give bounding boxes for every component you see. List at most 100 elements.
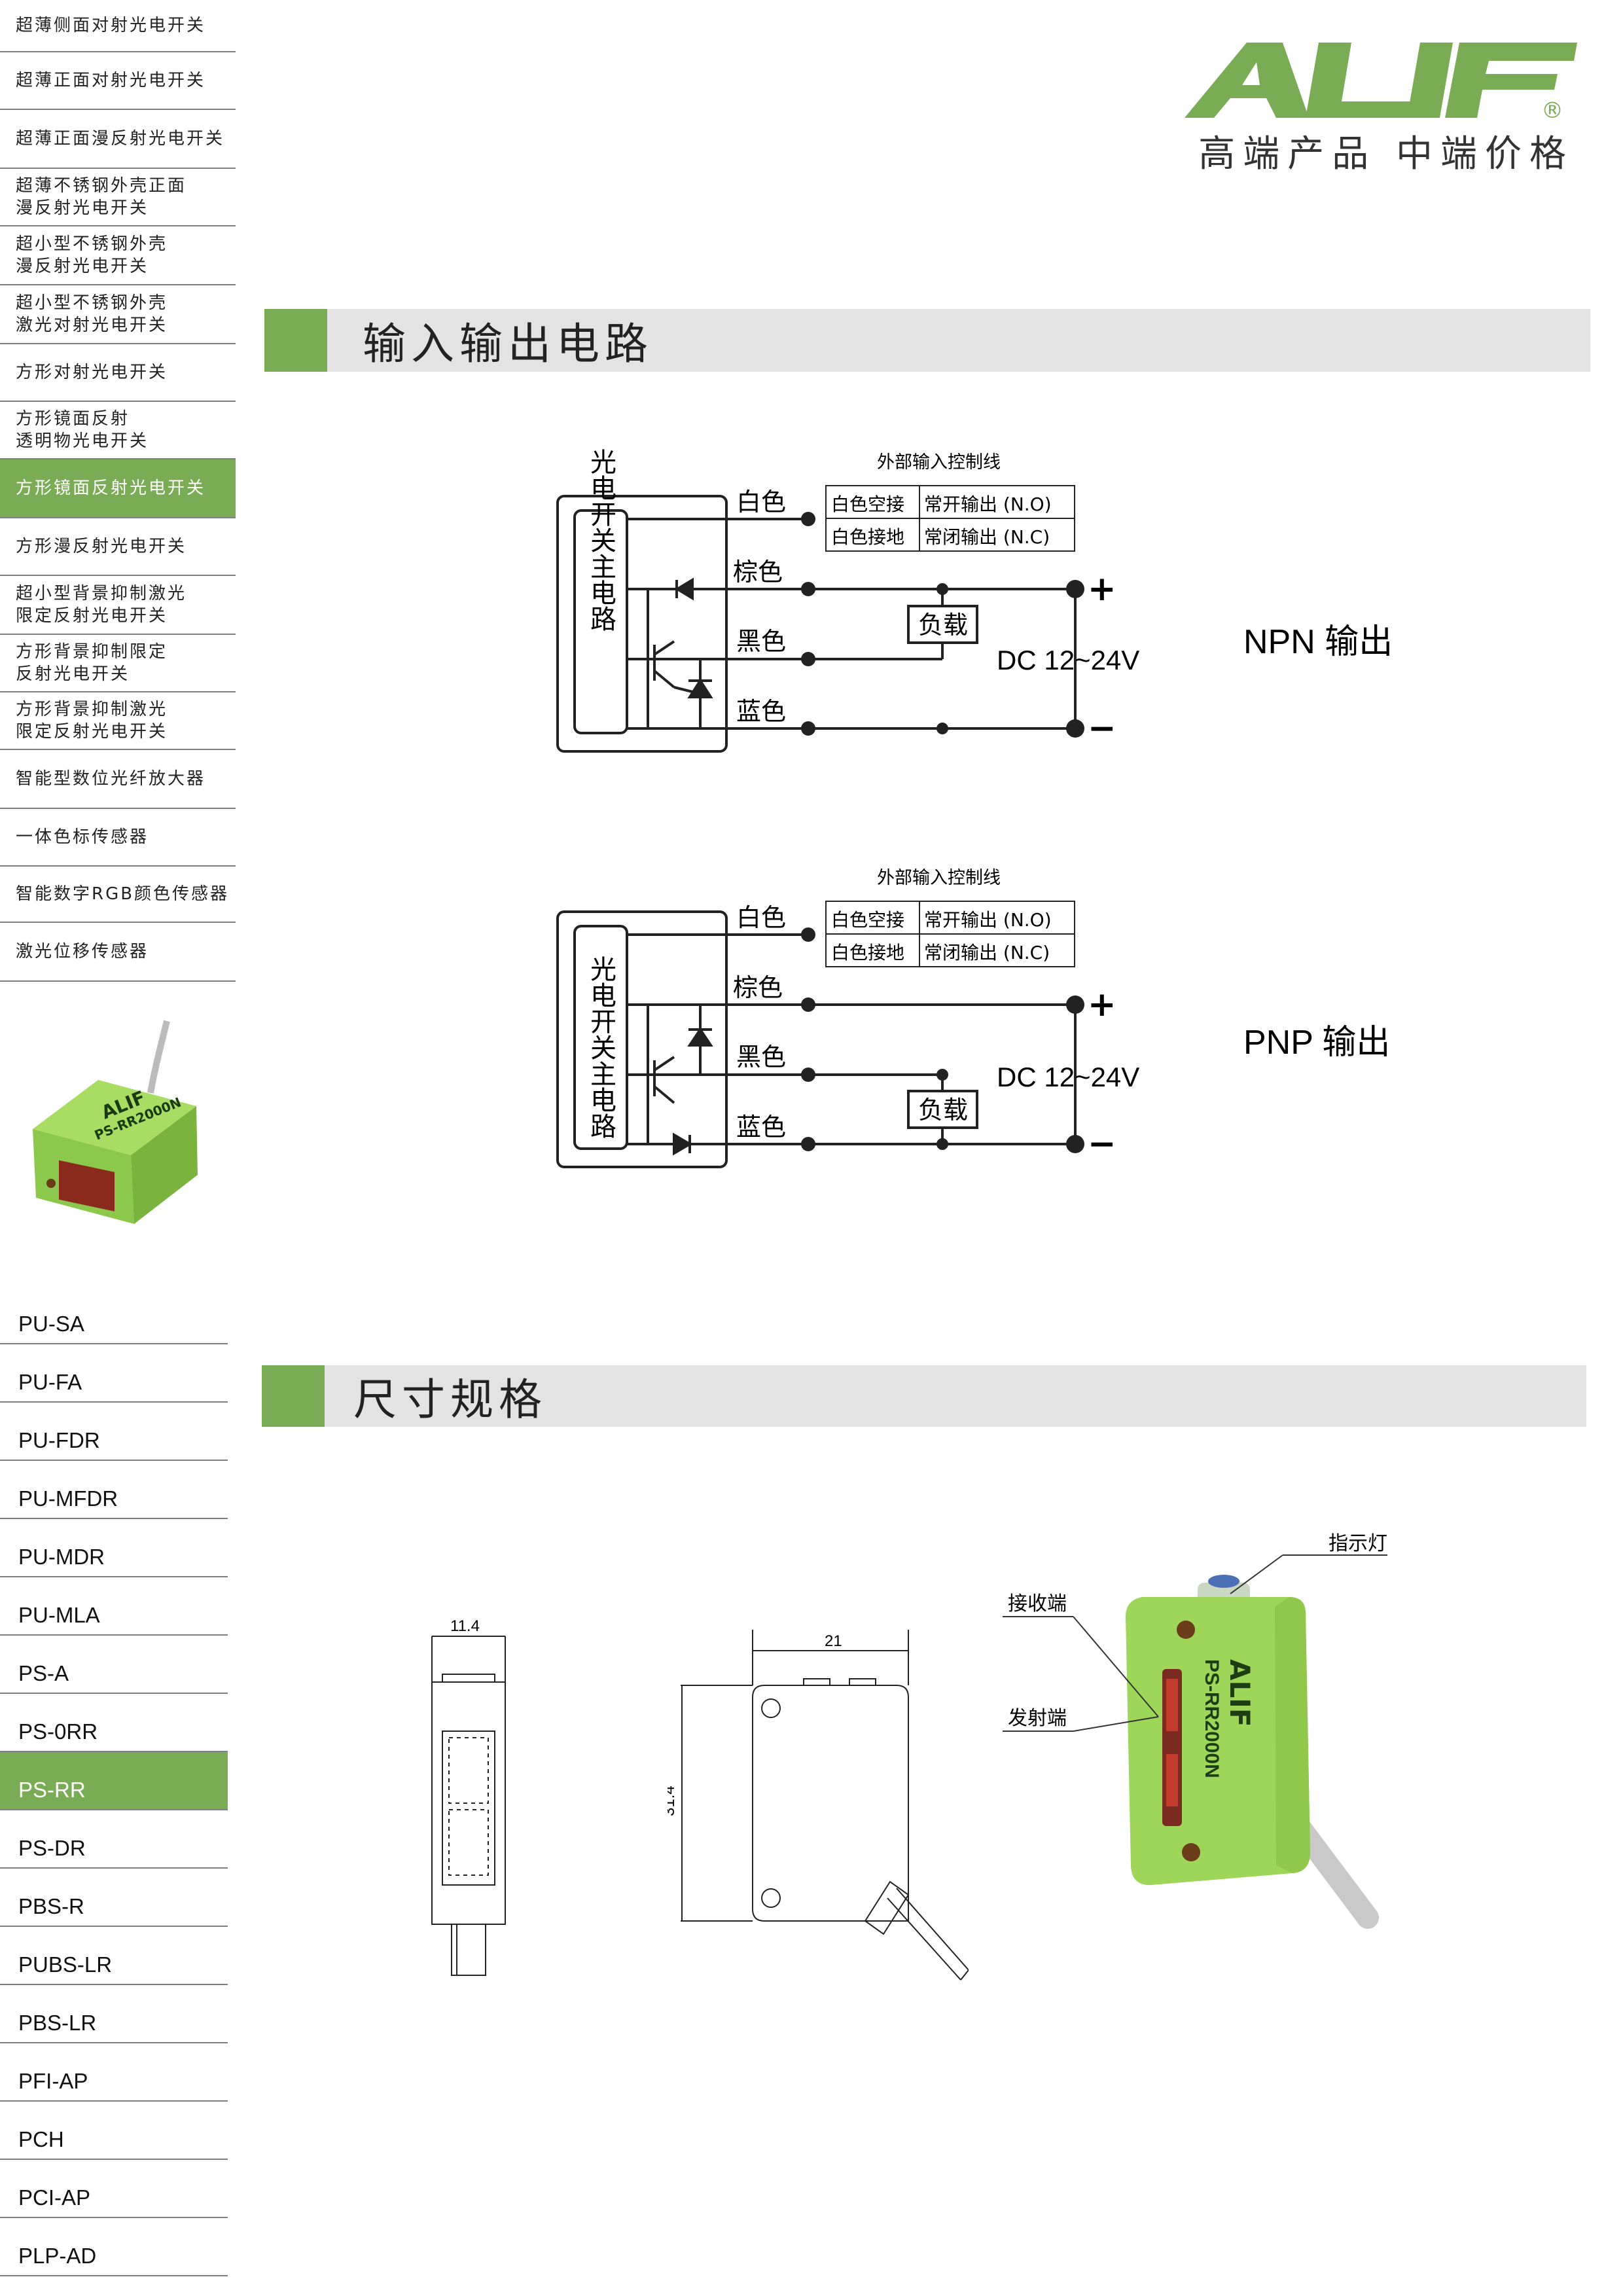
- minus-terminal: −: [1088, 1124, 1116, 1164]
- sidebar-model-item[interactable]: PS-DR: [0, 1810, 228, 1869]
- product-photo: ALIF PS-RR2000N 指示灯 接收端 发射端: [1003, 1532, 1387, 1929]
- sidebar-category-label: 超薄侧面对射光电开关: [16, 16, 206, 35]
- sidebar-category-label: 方形漫反射光电开关: [16, 537, 187, 556]
- sidebar-model-item[interactable]: PU-FDR: [0, 1403, 228, 1461]
- section-marker: [264, 309, 327, 372]
- table-cell: 白色接地: [831, 942, 904, 963]
- sidebar-category-item[interactable]: 方形镜面反射 透明物光电开关: [0, 402, 236, 459]
- table-cell: 白色接地: [831, 526, 904, 548]
- sidebar-category-label: 超薄不锈钢外壳正面 漫反射光电开关: [16, 176, 187, 218]
- sidebar-category-label: 智能数字RGB颜色传感器: [16, 884, 230, 904]
- sidebar-category-item[interactable]: 超薄侧面对射光电开关: [0, 0, 236, 52]
- main-circuit-label: 光电开关主电路: [586, 448, 616, 632]
- sidebar-model-item[interactable]: PBS-R: [0, 1869, 228, 1927]
- emitter-label: 发射端: [1008, 1707, 1067, 1730]
- sidebar-model-item[interactable]: PBS-LR: [0, 1985, 228, 2043]
- sidebar-category-item[interactable]: 方形对射光电开关: [0, 344, 236, 402]
- sidebar-category-item[interactable]: 方形背景抑制激光 限定反射光电开关: [0, 692, 236, 750]
- registered-mark: ®: [1541, 98, 1563, 124]
- sidebar-model-item[interactable]: PLP-AD: [0, 2218, 228, 2276]
- dimension-drawing-front: 21 31.4: [668, 1630, 969, 1981]
- sidebar-model-item[interactable]: PS-A: [0, 1636, 228, 1694]
- table-cell: 常闭输出 (N.C): [924, 526, 1050, 548]
- dim-width-front: 21: [825, 1632, 842, 1650]
- sidebar-category-label: 方形对射光电开关: [16, 363, 168, 382]
- sidebar-model-item[interactable]: PUBS-LR: [0, 1927, 228, 1985]
- sidebar-model-item[interactable]: PCI-AP: [0, 2160, 228, 2218]
- sidebar-category-item[interactable]: 激光位移传感器: [0, 923, 236, 982]
- sidebar-category-item[interactable]: 智能型数位光纤放大器: [0, 750, 236, 809]
- sidebar-category-label: 超小型不锈钢外壳 漫反射光电开关: [16, 234, 168, 276]
- wire-brown-label: 棕色: [733, 558, 783, 586]
- wire-brown-label: 棕色: [733, 973, 783, 1002]
- wire-white-label: 白色: [736, 903, 786, 932]
- supply-label: DC 12~24V: [997, 645, 1139, 675]
- sidebar-category-item[interactable]: 超小型背景抑制激光 限定反射光电开关: [0, 576, 236, 635]
- sidebar-category-label: 方形背景抑制限定 反射光电开关: [16, 642, 168, 684]
- sidebar-model-item[interactable]: PU-SA: [0, 1286, 228, 1344]
- plus-terminal: +: [1088, 569, 1116, 609]
- product-thumbnail: ALIF PS-RR2000N: [33, 1020, 198, 1224]
- sidebar-category-label: 超小型背景抑制激光 限定反射光电开关: [16, 584, 187, 626]
- ext-control-title: 外部输入控制线: [877, 452, 1001, 473]
- pnp-circuit-diagram: 光电开关主电路 白色 棕色 黑色 蓝色 外部输入控制线 白色空接 常开输出 (N…: [556, 868, 1390, 1168]
- section-header-dimensions: 尺寸规格: [262, 1365, 1586, 1427]
- output-type-label: PNP 输出: [1243, 1024, 1390, 1062]
- dim-height: 31.4: [668, 1785, 678, 1816]
- sidebar-model-item[interactable]: PU-MFDR: [0, 1461, 228, 1519]
- wire-black-label: 黑色: [736, 1043, 786, 1071]
- sidebar-category-item[interactable]: 方形漫反射光电开关: [0, 518, 236, 576]
- sidebar-model-item[interactable]: PFI-AP: [0, 2043, 228, 2102]
- sidebar-category-item[interactable]: 超薄正面对射光电开关: [0, 52, 236, 110]
- indicator-label: 指示灯: [1329, 1532, 1387, 1555]
- sidebar-category-label: 一体色标传感器: [16, 827, 149, 847]
- minus-terminal: −: [1088, 709, 1116, 748]
- sidebar-category-item[interactable]: 超小型不锈钢外壳 激光对射光电开关: [0, 285, 236, 344]
- npn-circuit-diagram: 光电开关主电路 白色 棕色 黑色 蓝色 外部输入控制线 白色空接 常开输出 (N…: [556, 448, 1393, 753]
- supply-label: DC 12~24V: [997, 1062, 1139, 1092]
- sidebar-category-label: 超薄正面对射光电开关: [16, 71, 206, 90]
- load-label: 负载: [918, 1096, 968, 1124]
- sidebar-model-item[interactable]: PU-MDR: [0, 1519, 228, 1577]
- plus-terminal: +: [1088, 985, 1116, 1024]
- sidebar-category-item[interactable]: 一体色标传感器: [0, 809, 236, 867]
- sidebar-category-item[interactable]: 超薄不锈钢外壳正面 漫反射光电开关: [0, 169, 236, 226]
- sidebar-category-item[interactable]: 超小型不锈钢外壳 漫反射光电开关: [0, 226, 236, 285]
- load-label: 负载: [918, 611, 968, 639]
- sidebar-category-item[interactable]: 方形背景抑制限定 反射光电开关: [0, 635, 236, 692]
- table-cell: 白色空接: [831, 909, 904, 931]
- sidebar-category-label: 方形背景抑制激光 限定反射光电开关: [16, 700, 168, 742]
- alif-logo: ®: [1185, 43, 1577, 124]
- dimension-drawing-side: 11.4: [431, 1617, 506, 1976]
- section-header-io-circuit: 输入输出电路: [264, 309, 1590, 372]
- main-circuit-label: 光电开关主电路: [586, 956, 616, 1139]
- section-marker: [262, 1365, 325, 1427]
- output-type-label: NPN 输出: [1243, 623, 1393, 661]
- table-cell: 常开输出 (N.O): [924, 493, 1052, 515]
- brand-tagline: 高端产品 中端价格: [1198, 133, 1574, 175]
- table-cell: 常开输出 (N.O): [924, 909, 1052, 931]
- table-cell: 常闭输出 (N.C): [924, 942, 1050, 963]
- sidebar-category-item[interactable]: 智能数字RGB颜色传感器: [0, 867, 236, 923]
- sidebar-category-item[interactable]: 超薄正面漫反射光电开关: [0, 110, 236, 169]
- section-title: 尺寸规格: [353, 1374, 547, 1425]
- sidebar-category-item[interactable]: 方形镜面反射光电开关: [0, 459, 236, 518]
- photo-model-label: PS-RR2000N: [1201, 1659, 1222, 1778]
- table-cell: 白色空接: [831, 493, 904, 515]
- section-title: 输入输出电路: [363, 319, 653, 369]
- sidebar-model-item[interactable]: PS-RR: [0, 1752, 228, 1810]
- sidebar-model-item[interactable]: PU-MLA: [0, 1577, 228, 1636]
- sidebar-category-label: 智能型数位光纤放大器: [16, 769, 206, 789]
- wire-white-label: 白色: [736, 488, 786, 516]
- sidebar-category-label: 方形镜面反射 透明物光电开关: [16, 409, 149, 451]
- wire-blue-label: 蓝色: [736, 697, 786, 726]
- ext-control-title: 外部输入控制线: [877, 868, 1001, 888]
- sidebar-category-label: 激光位移传感器: [16, 942, 149, 961]
- sidebar-category-label: 超小型不锈钢外壳 激光对射光电开关: [16, 293, 168, 335]
- sidebar-model-item[interactable]: PS-0RR: [0, 1694, 228, 1752]
- sidebar-model-item[interactable]: PU-FA: [0, 1344, 228, 1403]
- dim-width-side: 11.4: [450, 1617, 480, 1635]
- sidebar-category-label: 方形镜面反射光电开关: [16, 478, 206, 498]
- photo-logo: ALIF: [1224, 1659, 1256, 1727]
- sidebar-model-item[interactable]: PCH: [0, 2102, 228, 2160]
